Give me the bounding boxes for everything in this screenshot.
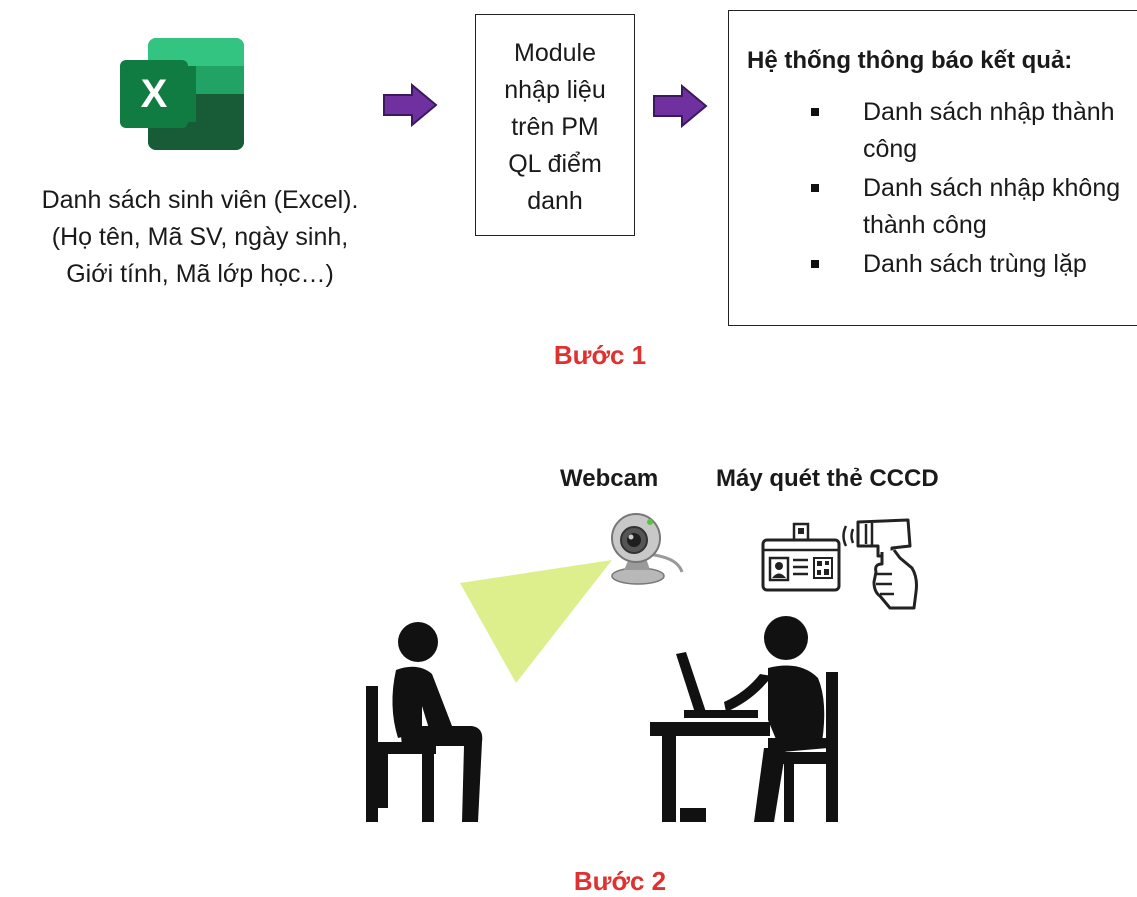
bullet-icon (811, 260, 819, 268)
step2-label: Bước 2 (573, 866, 667, 896)
webcam-icon (611, 513, 684, 585)
arrow-right-icon (383, 82, 438, 128)
module-line: nhập liệu (504, 76, 606, 104)
excel-icon-letter: X (141, 72, 168, 116)
arrow-right-icon (653, 83, 708, 129)
module-line: trên PM (511, 113, 599, 141)
step1-label: Bước 1 (553, 340, 647, 370)
bullet-icon (811, 184, 819, 192)
result-item: Danh sách nhập thành công (811, 94, 1133, 168)
id-card-icon (761, 522, 841, 592)
module-line: danh (527, 187, 583, 215)
bullet-icon (811, 108, 819, 116)
result-item: Danh sách trùng lặp (811, 246, 1133, 283)
excel-caption-line: Danh sách sinh viên (Excel). (41, 186, 359, 214)
module-line: QL điểm (508, 150, 602, 178)
excel-caption-line: (Họ tên, Mã SV, ngày sinh, (51, 223, 349, 251)
barcode-scanner-icon (842, 518, 918, 610)
scanner-label: Máy quét thẻ CCCD (716, 465, 939, 492)
module-box: Module nhập liệu trên PM QL điểm danh (475, 14, 635, 236)
module-line: Module (514, 39, 596, 67)
student-person-icon (366, 622, 483, 822)
excel-icon: X (120, 38, 244, 150)
result-item-text: Danh sách nhập thành công (863, 98, 1115, 163)
webcam-label: Webcam (560, 465, 659, 492)
result-item-text: Danh sách nhập không thành công (863, 174, 1121, 239)
result-title: Hệ thống thông báo kết quả: (747, 47, 1073, 74)
excel-caption-line: Giới tính, Mã lớp học…) (66, 260, 334, 288)
result-item-text: Danh sách trùng lặp (863, 250, 1087, 278)
result-item: Danh sách nhập không thành công (811, 170, 1133, 244)
result-list: Danh sách nhập thành công Danh sách nhập… (747, 94, 1137, 283)
operator-person-icon (650, 616, 838, 822)
excel-caption: Danh sách sinh viên (Excel). (Họ tên, Mã… (0, 182, 400, 293)
result-box: Hệ thống thông báo kết quả: Danh sách nh… (728, 10, 1137, 326)
